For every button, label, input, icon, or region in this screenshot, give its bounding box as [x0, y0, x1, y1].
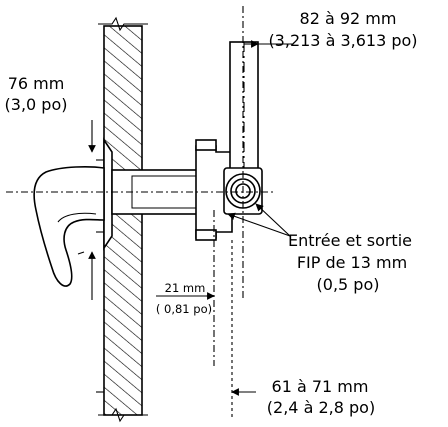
dim-top-right-metric: 82 à 92 mm	[300, 9, 397, 28]
dim-left-metric: 76 mm	[8, 74, 65, 93]
dim-top-right-imperial: (3,213 à 3,613 po)	[268, 31, 417, 50]
riser-pipe	[229, 41, 259, 171]
dim-bottom-imperial: (2,4 à 2,8 po)	[267, 398, 375, 417]
wall-break-bottom	[98, 407, 148, 423]
callout-leaders	[227, 203, 291, 237]
callout-line1: Entrée et sortie	[288, 231, 412, 250]
callout-line2: FIP de 13 mm	[297, 253, 407, 272]
dim-middle-metric: 21 mm	[165, 281, 206, 295]
handle-lever	[33, 166, 105, 287]
wall-break-top	[98, 16, 148, 32]
valve-body	[195, 139, 233, 241]
callout-line3: (0,5 po)	[317, 275, 380, 294]
dim-middle-imperial: ( 0,81 po)	[156, 302, 212, 316]
dim-left-imperial: (3,0 po)	[5, 95, 68, 114]
dim-bottom-metric: 61 à 71 mm	[272, 377, 369, 396]
